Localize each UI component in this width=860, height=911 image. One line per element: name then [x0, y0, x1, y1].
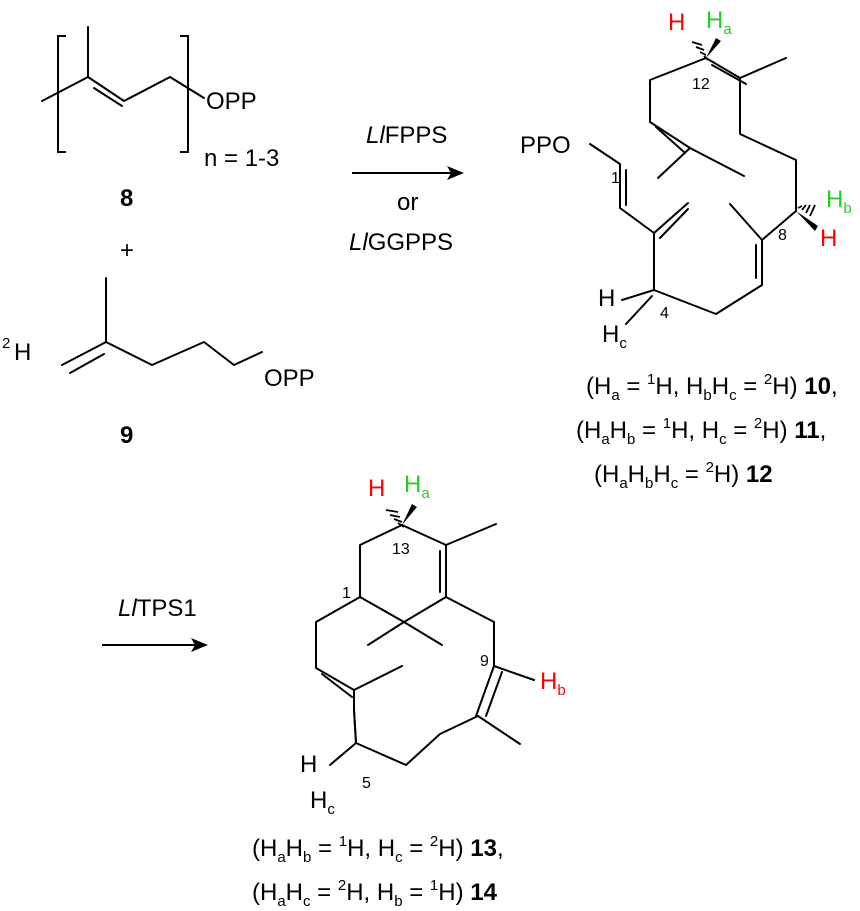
compound-9-isotope-label: 2: [2, 335, 10, 352]
step-1-conditions: LlFPPS or LlGGPPS: [349, 122, 464, 256]
product-1-h-c: Hc: [602, 321, 627, 352]
product-2-h-red-top: H: [368, 475, 385, 502]
product-1-locant-1: 1: [611, 170, 620, 187]
product-2-locant-1: 1: [342, 585, 351, 602]
step-2-reagent: LlTPS1: [118, 595, 197, 622]
product-2-locant-9: 9: [480, 653, 489, 670]
step-1-reagent-a: LlFPPS: [366, 122, 447, 149]
products-10-12-structure: PPO H Ha Hb H H Hc 1 4 8 12: [520, 7, 852, 352]
product-1-locant-8: 8: [778, 227, 787, 244]
plus-sign: +: [120, 237, 134, 264]
legend-2: (HaHb = 1H, Hc = 2H) 13, (HaHc = 2H, Hb …: [252, 833, 504, 910]
product-1-ppo-label: PPO: [520, 132, 571, 159]
product-1-h-left: H: [598, 285, 615, 312]
compound-9-hydrogen-label: H: [14, 339, 31, 366]
legend-1: (Ha = 1H, HbHc = 2H) 10, (HaHb = 1H, Hc …: [576, 371, 838, 492]
legend-1-line-12: (HaHbHc = 2H) 12: [594, 459, 773, 492]
legend-1-line-11: (HaHb = 1H, Hc = 2H) 11,: [576, 415, 826, 448]
product-1-h-red-top: H: [668, 9, 685, 36]
compound-8-number: 8: [120, 185, 133, 212]
product-1-locant-12: 12: [692, 76, 710, 93]
product-1-h-red-side: H: [820, 225, 837, 252]
legend-1-line-10: (Ha = 1H, HbHc = 2H) 10,: [586, 371, 838, 404]
product-2-h-c: Hc: [310, 787, 335, 818]
product-2-h-green-top: Ha: [404, 471, 430, 502]
product-2-h-left: H: [300, 751, 317, 778]
product-1-h-green-side: Hb: [826, 186, 852, 217]
compound-9-number: 9: [120, 422, 133, 449]
product-2-locant-13: 13: [392, 541, 410, 558]
compound-9-opp-label: OPP: [264, 365, 315, 392]
compound-8-opp-label: OPP: [206, 88, 257, 115]
legend-2-line-14: (HaHc = 2H, Hb = 1H) 14: [252, 877, 498, 910]
product-1-h-green-top: Ha: [706, 7, 732, 38]
products-13-14-structure: H Ha Hb H Hc 1 5 9 13: [300, 471, 566, 818]
compound-8-n-label: n = 1-3: [204, 145, 279, 172]
step-2-conditions: LlTPS1: [102, 595, 208, 652]
product-1-locant-4: 4: [660, 305, 669, 322]
product-2-locant-5: 5: [362, 775, 371, 792]
compound-8-structure: OPP n = 1-3 8: [41, 26, 279, 212]
legend-2-line-13: (HaHb = 1H, Hc = 2H) 13,: [252, 833, 504, 866]
compound-9-structure: 2 H OPP 9: [2, 277, 315, 449]
step-1-or-label: or: [397, 189, 418, 216]
step-1-reagent-b: LlGGPPS: [349, 229, 453, 256]
product-2-h-red-side: Hb: [540, 668, 566, 699]
